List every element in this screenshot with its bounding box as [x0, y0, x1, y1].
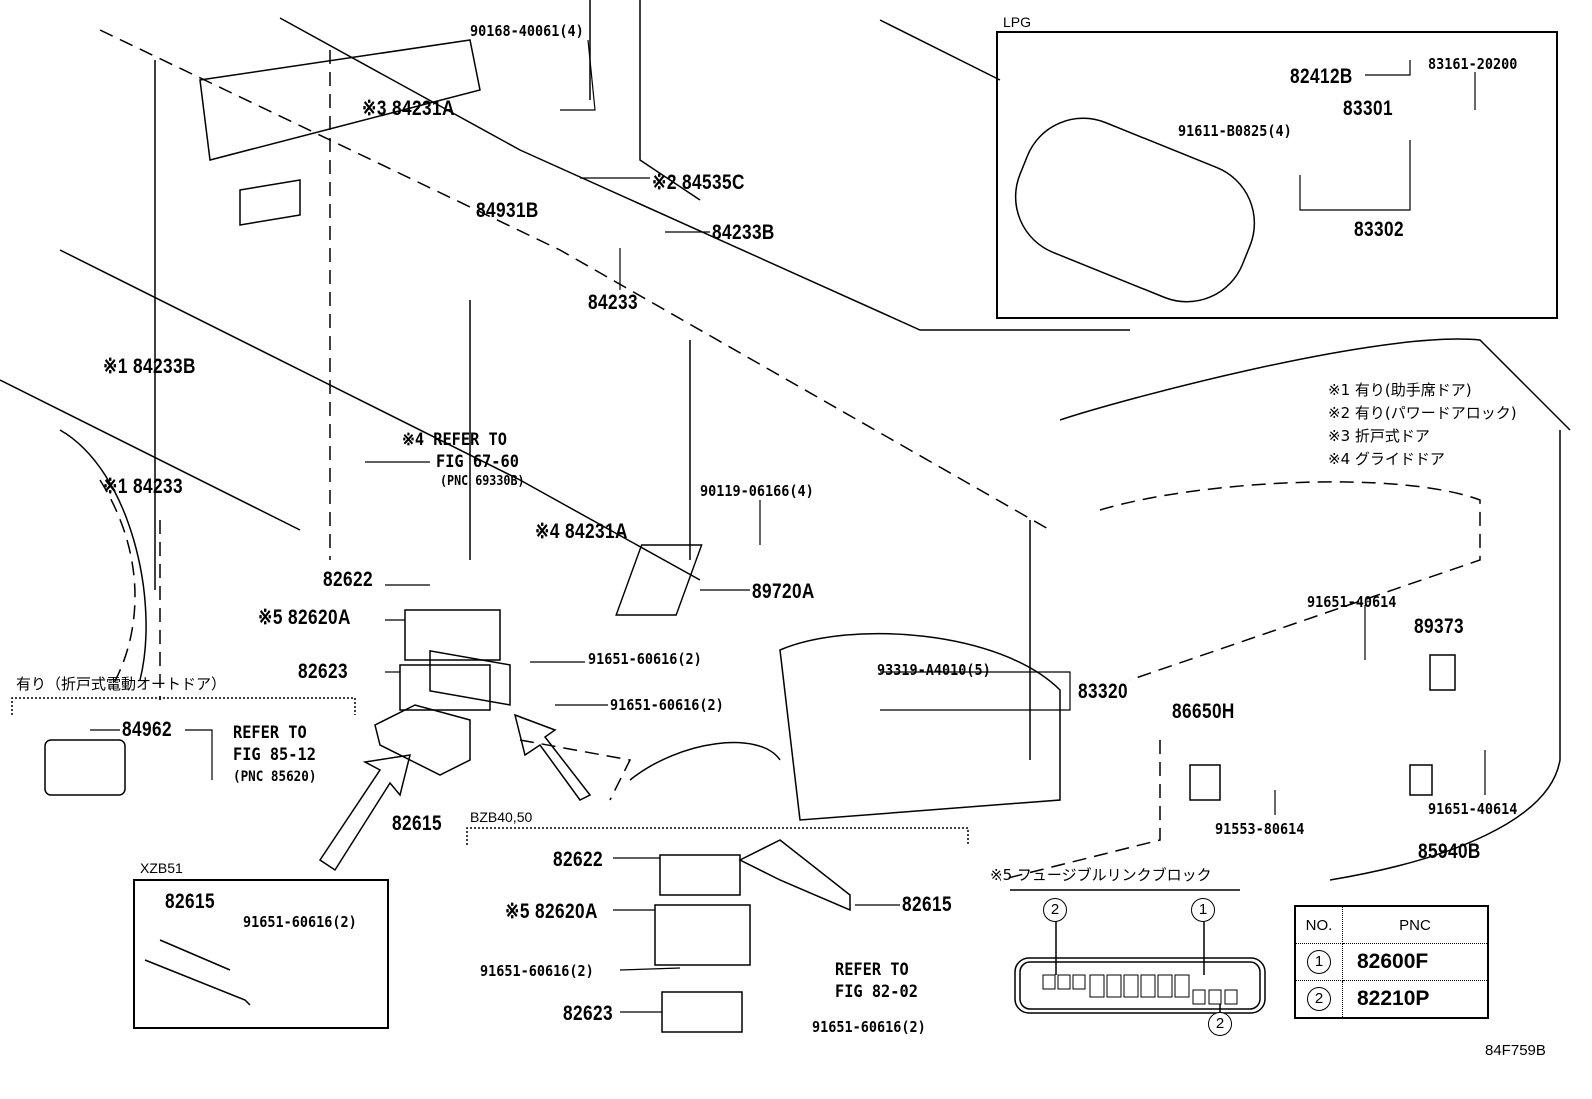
fusible-link-block: [1010, 889, 1266, 1014]
label-89720a: 89720A: [752, 580, 815, 603]
row-no: 1: [1307, 950, 1331, 974]
bzb-box-frame: [466, 827, 969, 845]
table-row: 2 82210P: [1294, 980, 1489, 1019]
label-82412b: 82412B: [1290, 65, 1353, 88]
label-refer-82-line2: FIG 82-02: [835, 982, 918, 1002]
label-84231a-3: ※3 84231A: [362, 97, 455, 120]
label-91651-40614-b: 91651-40614: [1428, 800, 1518, 818]
fusible-block-title: ※5 フュージブルリンクブロック: [990, 866, 1212, 884]
label-82620a-bzb: ※5 82620A: [505, 900, 598, 923]
callout-circle: 1: [1191, 898, 1215, 922]
label-82623: 82623: [298, 660, 348, 683]
label-89373: 89373: [1414, 615, 1464, 638]
label-91651-60616-xzb51: 91651-60616(2): [243, 913, 357, 931]
label-91651-60616-a: 91651-60616(2): [588, 650, 702, 668]
lpg-box-title: LPG: [1003, 14, 1032, 30]
label-refer-85-line3: (PNC 85620): [233, 769, 317, 785]
label-82615-xzb51: 82615: [165, 890, 215, 913]
label-84931b: 84931B: [476, 199, 539, 222]
table-header-row: NO. PNC: [1294, 905, 1489, 944]
callout-circle: 2: [1208, 1012, 1232, 1036]
label-refer-82-line1: REFER TO: [835, 960, 909, 980]
label-86650h: 86650H: [1172, 700, 1235, 723]
autodoor-box-frame: [11, 697, 356, 715]
row-no: 2: [1307, 987, 1331, 1011]
xzb51-box-frame: [133, 879, 389, 1029]
autodoor-box-title: 有り（折戸式電動オートドア）: [16, 675, 227, 693]
vehicle-outline: [0, 0, 1571, 881]
lpg-box-frame: [996, 31, 1558, 319]
label-84535c: ※2 84535C: [652, 171, 745, 194]
note-1: ※1 有り(助手席ドア): [1328, 381, 1472, 399]
note-4: ※4 グライドドア: [1328, 450, 1445, 468]
label-82623-bzb: 82623: [563, 1002, 613, 1025]
label-83301: 83301: [1343, 97, 1393, 120]
label-refer-67-line1: ※4 REFER TO: [402, 430, 507, 450]
label-91553-80614: 91553-80614: [1215, 820, 1305, 838]
label-91651-60616-bzb-a: 91651-60616(2): [480, 962, 594, 980]
xzb51-box-title: XZB51: [140, 860, 183, 876]
label-refer-85-line2: FIG 85-12: [233, 745, 316, 765]
label-84231a-4: ※4 84231A: [535, 520, 628, 543]
note-3: ※3 折戸式ドア: [1328, 427, 1430, 445]
label-84962: 84962: [122, 718, 172, 741]
label-82620a: ※5 82620A: [258, 606, 351, 629]
pnc-table: NO. PNC 1 82600F 2 82210P: [1294, 905, 1489, 1019]
label-90119-06166: 90119-06166(4): [700, 482, 814, 500]
row-pnc: 82210P: [1342, 980, 1489, 1019]
label-82615: 82615: [392, 812, 442, 835]
arrow-icons: [318, 713, 592, 872]
label-84233-1: ※1 84233: [103, 475, 183, 498]
label-82622-bzb: 82622: [553, 848, 603, 871]
header-pnc: PNC: [1342, 905, 1489, 944]
label-83302: 83302: [1354, 218, 1404, 241]
label-91611-b0825: 91611-B0825(4): [1178, 122, 1292, 140]
label-84233b-1: ※1 84233B: [103, 355, 196, 378]
leader-lines: [90, 39, 1486, 1013]
callout-circle: 2: [1043, 898, 1067, 922]
bzb-box-title: BZB40,50: [470, 809, 533, 825]
label-refer-85-line1: REFER TO: [233, 723, 307, 743]
figure-code: 84F759B: [1485, 1042, 1546, 1059]
label-91651-60616-b: 91651-60616(2): [610, 696, 724, 714]
table-row: 1 82600F: [1294, 943, 1489, 981]
row-pnc: 82600F: [1342, 943, 1489, 981]
label-82615-bzb: 82615: [902, 893, 952, 916]
label-91651-60616-bzb-b: 91651-60616(2): [812, 1018, 926, 1036]
label-84233b: 84233B: [712, 221, 775, 244]
label-93319-a4010: 93319-A4010(5): [877, 661, 991, 679]
label-84233: 84233: [588, 291, 638, 314]
label-83320: 83320: [1078, 680, 1128, 703]
header-no: NO.: [1294, 905, 1343, 944]
note-2: ※2 有り(パワードアロック): [1328, 404, 1517, 422]
label-82622: 82622: [323, 568, 373, 591]
label-refer-67-line2: FIG 67-60: [436, 452, 519, 472]
label-83161-20200: 83161-20200: [1428, 55, 1518, 73]
label-85940b: 85940B: [1418, 840, 1481, 863]
label-91651-40614-a: 91651-40614: [1307, 593, 1397, 611]
label-refer-67-line3: (PNC 69330B): [440, 474, 525, 489]
label-90168-40061: 90168-40061(4): [470, 22, 584, 40]
